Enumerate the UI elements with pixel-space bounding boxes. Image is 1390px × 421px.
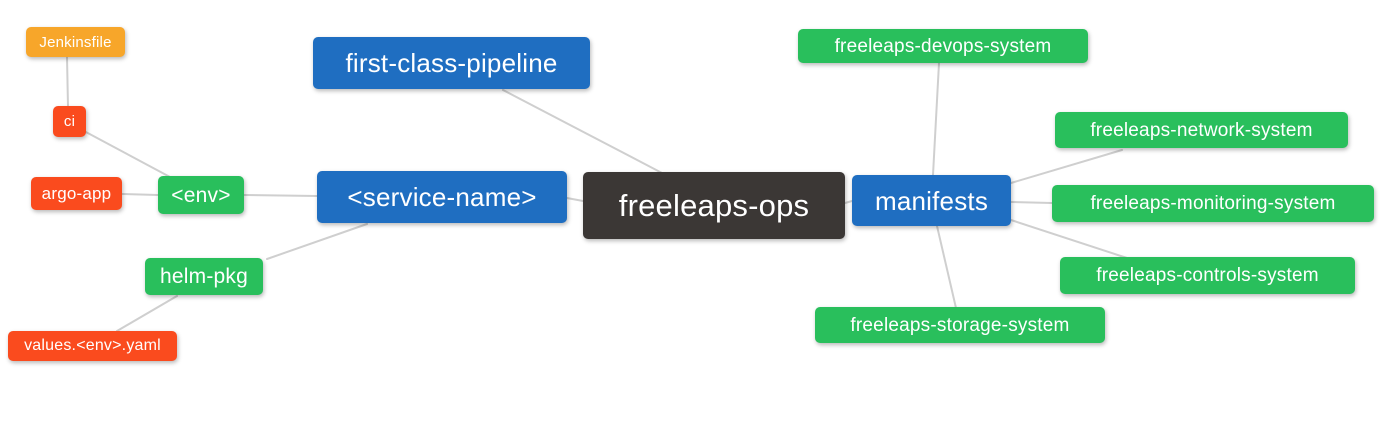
node-label-env: <env>: [171, 183, 231, 207]
node-label-freeleaps-devops-system: freeleaps-devops-system: [834, 35, 1052, 57]
edge-manifests-to-freeleaps-monitoring-system: [1010, 201, 1053, 204]
edge-first-class-pipeline-to-freeleaps-ops: [502, 89, 663, 174]
node-freeleaps-storage-system[interactable]: freeleaps-storage-system: [815, 307, 1105, 343]
node-label-service-name: <service-name>: [347, 182, 537, 212]
node-label-freeleaps-network-system: freeleaps-network-system: [1090, 119, 1313, 141]
edge-helm-pkg-to-service-name: [266, 223, 368, 260]
node-service-name[interactable]: <service-name>: [317, 171, 567, 223]
node-label-argo-app: argo-app: [41, 184, 112, 203]
edge-freeleaps-devops-system-to-manifests: [932, 62, 940, 176]
node-label-freeleaps-controls-system: freeleaps-controls-system: [1096, 265, 1319, 286]
node-freeleaps-network-system[interactable]: freeleaps-network-system: [1055, 112, 1348, 148]
node-freeleaps-controls-system[interactable]: freeleaps-controls-system: [1060, 257, 1355, 294]
edge-freeleaps-ops-to-manifests: [844, 200, 853, 204]
node-env[interactable]: <env>: [158, 176, 244, 214]
node-label-freeleaps-storage-system: freeleaps-storage-system: [850, 314, 1070, 336]
node-label-ci: ci: [63, 113, 76, 130]
edge-argo-app-to-env: [121, 193, 159, 196]
node-argo-app[interactable]: argo-app: [31, 177, 122, 210]
edge-service-name-to-freeleaps-ops: [566, 197, 584, 202]
node-label-jenkinsfile: Jenkinsfile: [39, 33, 112, 51]
edge-values-env-yaml-to-helm-pkg: [116, 295, 178, 332]
node-values-env-yaml[interactable]: values.<env>.yaml: [8, 331, 177, 361]
node-label-manifests: manifests: [874, 185, 989, 216]
node-ci[interactable]: ci: [53, 106, 86, 137]
node-freeleaps-devops-system[interactable]: freeleaps-devops-system: [798, 29, 1088, 63]
node-freeleaps-monitoring-system[interactable]: freeleaps-monitoring-system: [1052, 185, 1374, 222]
node-label-freeleaps-ops: freeleaps-ops: [618, 188, 810, 223]
node-jenkinsfile[interactable]: Jenkinsfile: [26, 27, 125, 57]
edge-jenkinsfile-to-ci: [66, 56, 69, 108]
node-manifests[interactable]: manifests: [852, 175, 1011, 226]
edge-manifests-to-freeleaps-network-system: [1010, 149, 1123, 184]
node-helm-pkg[interactable]: helm-pkg: [145, 258, 263, 295]
edge-manifests-to-freeleaps-controls-system: [1010, 219, 1128, 259]
node-freeleaps-ops[interactable]: freeleaps-ops: [583, 172, 845, 239]
edge-manifests-to-freeleaps-storage-system: [936, 225, 957, 309]
node-label-first-class-pipeline: first-class-pipeline: [345, 48, 558, 78]
node-first-class-pipeline[interactable]: first-class-pipeline: [313, 37, 590, 89]
node-label-helm-pkg: helm-pkg: [160, 265, 248, 288]
node-label-values-env-yaml: values.<env>.yaml: [24, 337, 161, 354]
edge-env-to-service-name: [243, 194, 318, 197]
edge-ci-to-env: [83, 130, 171, 178]
node-label-freeleaps-monitoring-system: freeleaps-monitoring-system: [1090, 193, 1336, 214]
